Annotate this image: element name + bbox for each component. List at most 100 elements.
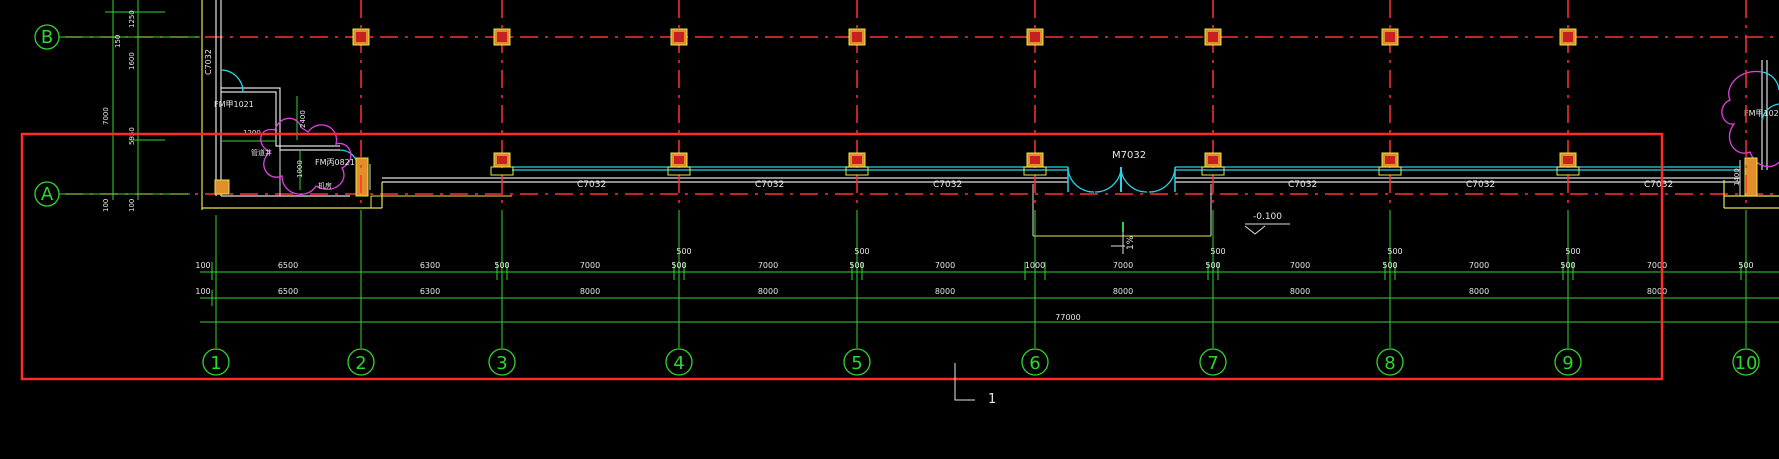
grid-bubble-3: 3	[488, 348, 516, 376]
grid-label-1: 1	[210, 353, 221, 374]
dim-r1-1: 6500	[278, 261, 298, 270]
dim-v-100a: 100	[102, 199, 110, 212]
grid-bubble-8: 8	[1376, 348, 1404, 376]
dim-r1-17: 500	[1738, 261, 1753, 270]
grid-bubble-4: 4	[665, 348, 693, 376]
column-core-7	[1208, 156, 1218, 164]
vertical-axes	[360, 0, 1747, 205]
dim-2400: 2400	[299, 110, 307, 128]
dim-r1-15: 500	[1560, 261, 1575, 270]
grid-label-6: 6	[1029, 353, 1040, 374]
column-core-9	[1563, 156, 1573, 164]
grid-bubble-5: 5	[843, 348, 871, 376]
dim-r2-7: 8000	[1290, 287, 1310, 296]
dim-r1-top-2: 500	[1210, 247, 1225, 256]
dim-v-5950: 5950	[128, 127, 136, 145]
dim-v-100b: 100	[128, 199, 136, 212]
window-label-5: C7032	[1466, 180, 1495, 190]
row-label-B: B	[41, 27, 53, 48]
dim-r1-top-0: 500	[676, 247, 691, 256]
dim-r2-3: 8000	[580, 287, 600, 296]
grid-label-9: 9	[1562, 353, 1573, 374]
door-label-fm1: FM甲1021	[214, 100, 254, 109]
grid-bubble-10: 10	[1732, 348, 1760, 376]
dim-r2-2: 6300	[420, 287, 440, 296]
column-core-top-5	[852, 32, 862, 42]
grid-bubble-6: 6	[1021, 348, 1049, 376]
dim-r1-top-4: 500	[1565, 247, 1580, 256]
dim-r1-12: 7000	[1290, 261, 1310, 270]
room2-label: 机房	[318, 181, 332, 190]
door-label-fm-right: FM甲1021	[1744, 109, 1779, 118]
dimension-lines	[200, 262, 1779, 330]
dim-r1-top-1: 500	[854, 247, 869, 256]
column-core-top-8	[1385, 32, 1395, 42]
callout-leader	[954, 363, 975, 401]
column-core-6	[1030, 156, 1040, 164]
dim-v-1250: 1250	[128, 10, 136, 28]
dim-v-1600: 1600	[128, 52, 136, 70]
door-label-fm2: FM丙0821	[315, 158, 355, 167]
column-base-8	[1378, 166, 1402, 176]
facade	[382, 166, 1740, 254]
dim-r1-7: 500	[849, 261, 864, 270]
column-base-7	[1201, 166, 1225, 176]
column-core-top-6	[1030, 32, 1040, 42]
slope-label: 1%	[1126, 235, 1136, 250]
grid-label-10: 10	[1735, 353, 1758, 374]
grid-label-3: 3	[496, 353, 507, 374]
dim-total: 77000	[1055, 313, 1080, 322]
dim-v-7000: 7000	[102, 107, 110, 125]
dim-r2-4: 8000	[758, 287, 778, 296]
door-label-m7032: M7032	[1112, 150, 1146, 161]
dim-1400: 1400	[1733, 168, 1741, 186]
dim-r1-0: 100	[195, 261, 210, 270]
column-core-4	[674, 156, 684, 164]
wall-column-2	[355, 157, 369, 197]
dim-r1-top-3: 500	[1387, 247, 1402, 256]
grid-bubble-2: 2	[347, 348, 375, 376]
grid-label-4: 4	[673, 353, 684, 374]
dim-r1-13: 500	[1382, 261, 1397, 270]
dim-r1-14: 7000	[1469, 261, 1489, 270]
column-base-3	[490, 166, 514, 176]
column-base-9	[1556, 166, 1580, 176]
row-marker-A: A	[34, 181, 60, 207]
grid-label-7: 7	[1207, 353, 1218, 374]
dim-r1-6: 7000	[758, 261, 778, 270]
elevation-label: -0.100	[1253, 212, 1282, 222]
column-core-top-2	[356, 32, 366, 42]
dim-r1-5: 500	[671, 261, 686, 270]
column-core-8	[1385, 156, 1395, 164]
dim-r1-16: 7000	[1647, 261, 1667, 270]
dim-r2-5: 8000	[935, 287, 955, 296]
dim-r2-0: 100	[195, 287, 210, 296]
column-core-top-3	[497, 32, 507, 42]
dim-r1-8: 7000	[935, 261, 955, 270]
grid-label-8: 8	[1384, 353, 1395, 374]
column-grid-bubbles: 1 2 3 4 5 6 7 8 9 10	[202, 348, 1760, 376]
window-label-3: C7032	[933, 180, 962, 190]
window-label-2: C7032	[755, 180, 784, 190]
column-core-top-9	[1563, 32, 1573, 42]
dim-r1-2: 6300	[420, 261, 440, 270]
column-base-6	[1023, 166, 1047, 176]
dim-r1-11: 500	[1205, 261, 1220, 270]
dim-v-150: 150	[114, 35, 122, 48]
column-core-top-4	[674, 32, 684, 42]
dim-r1-4: 7000	[580, 261, 600, 270]
dim-r1-10: 7000	[1113, 261, 1133, 270]
column-base-5	[845, 166, 869, 176]
window-label-1: C7032	[577, 180, 606, 190]
window-label-6: C7032	[1644, 180, 1673, 190]
dim-1000: 1000	[296, 160, 304, 178]
selection-highlight	[20, 132, 1664, 381]
column-core-top-7	[1208, 32, 1218, 42]
left-building	[201, 0, 512, 210]
column-core-5	[852, 156, 862, 164]
left-vertical-dims	[105, 0, 165, 200]
row-label-A: A	[41, 184, 54, 205]
grid-bubble-9: 9	[1554, 348, 1582, 376]
